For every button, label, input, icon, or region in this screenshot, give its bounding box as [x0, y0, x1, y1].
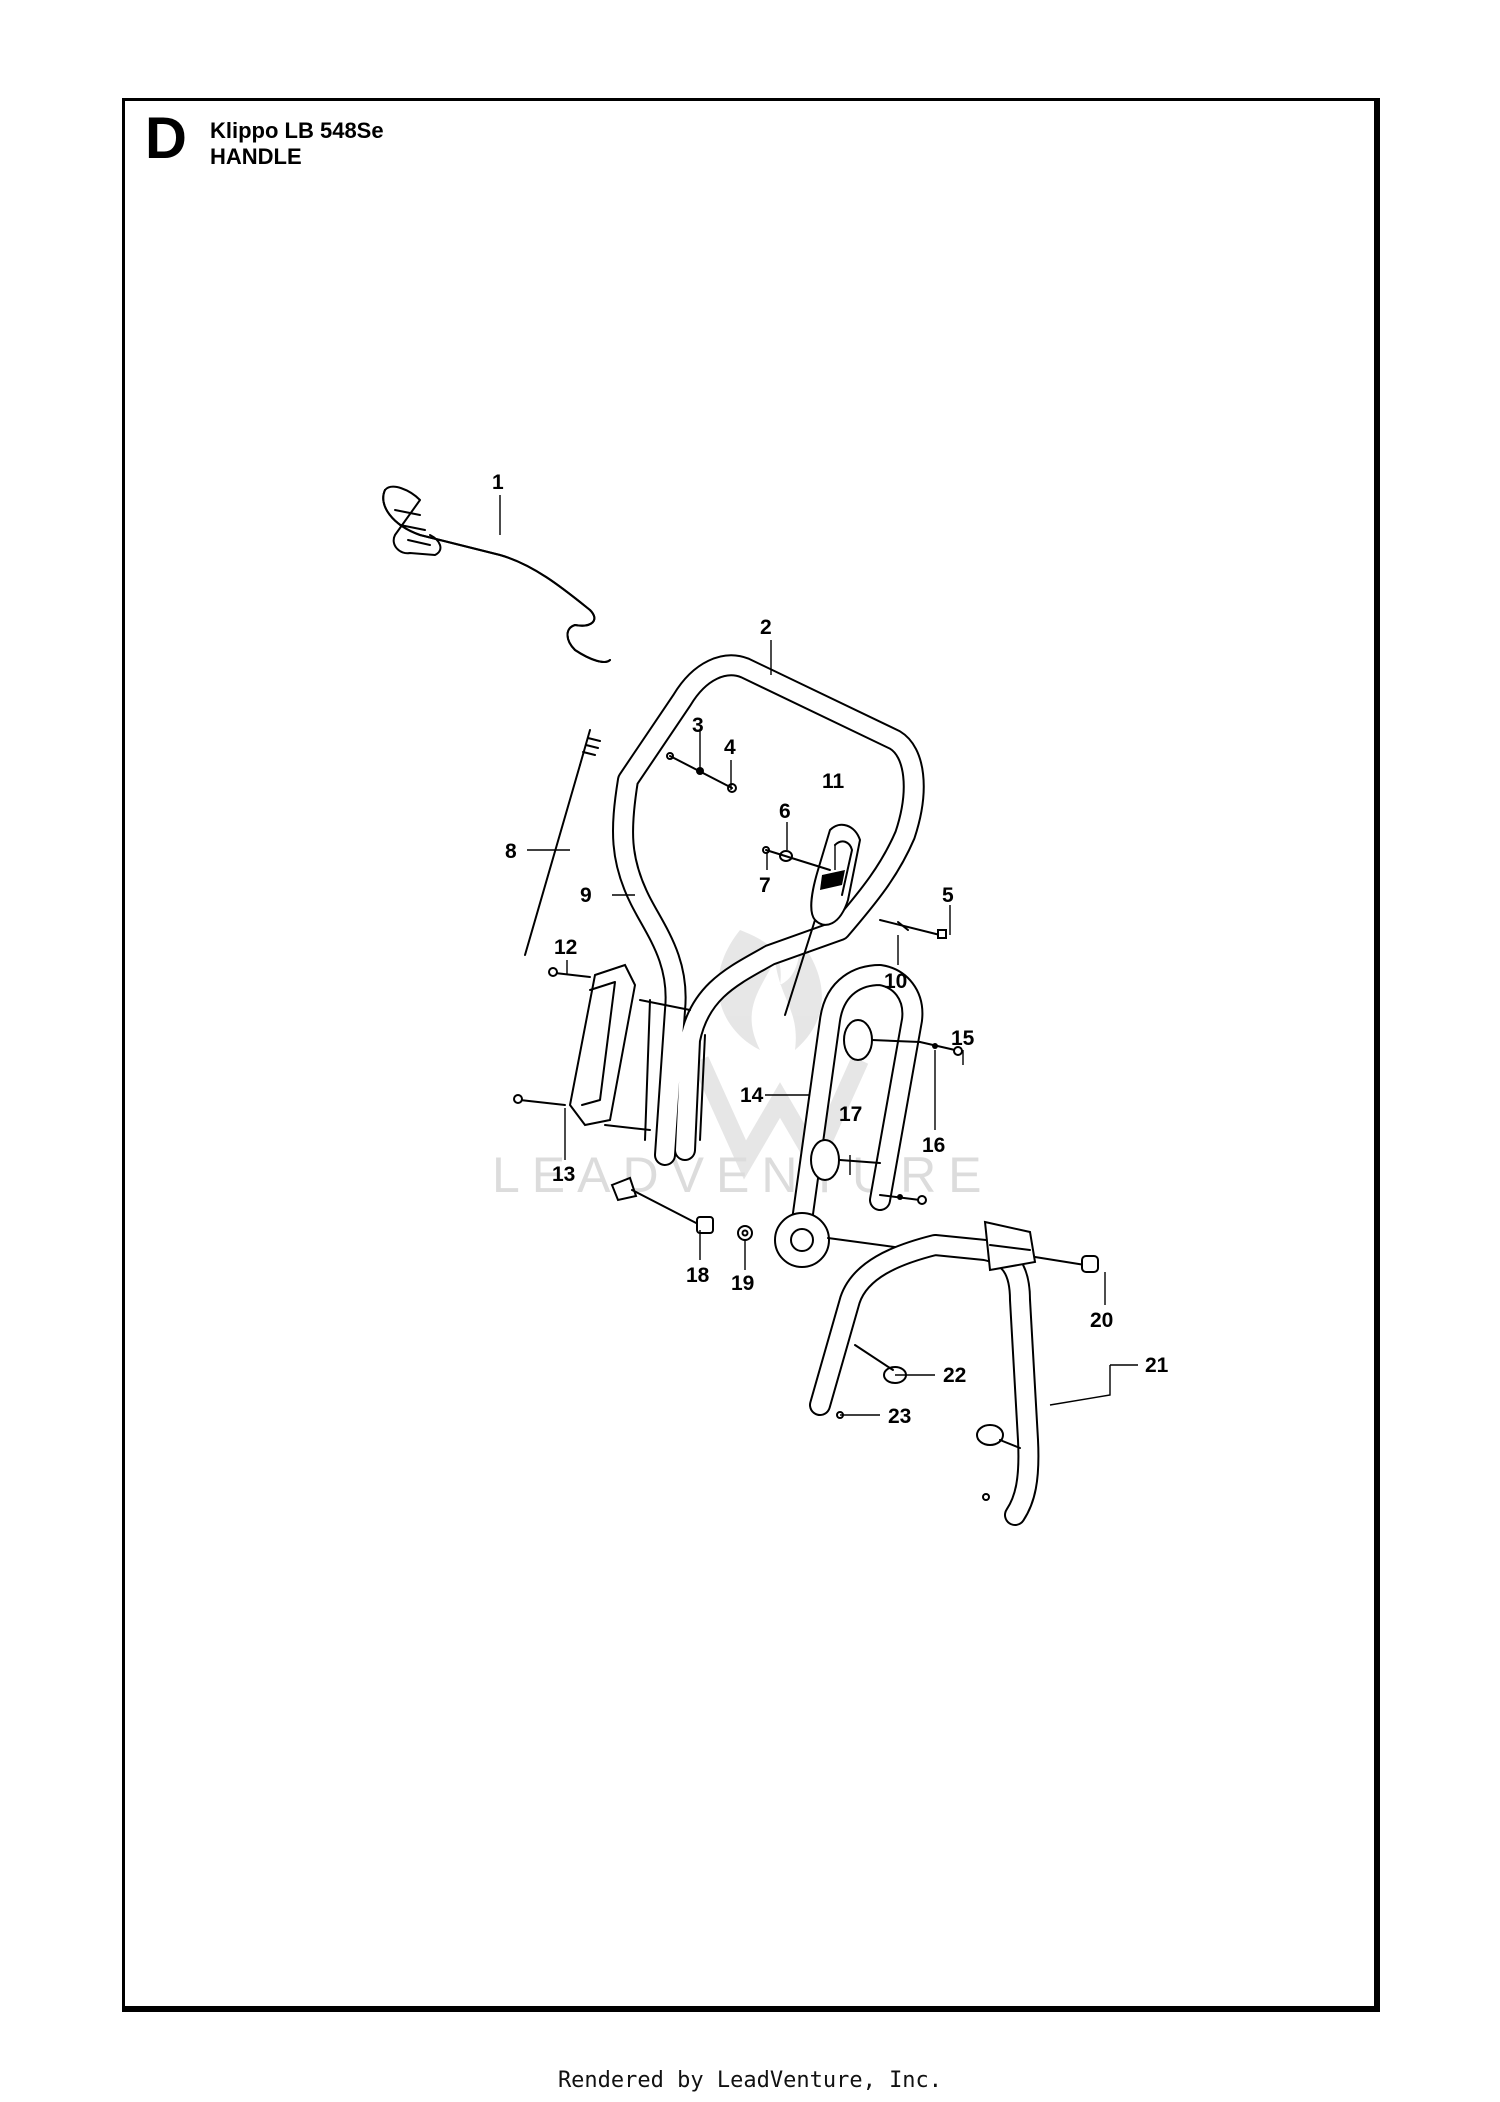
callout-7: 7 [759, 874, 771, 897]
callout-5: 5 [942, 884, 954, 907]
callout-3: 3 [692, 714, 704, 737]
parts-3-4-5-6-7-10-fasteners [666, 752, 947, 939]
part-14-bracket [789, 964, 924, 1246]
callout-6: 6 [779, 800, 791, 823]
callout-17: 17 [839, 1103, 862, 1126]
callout-18: 18 [686, 1264, 710, 1287]
callout-1: 1 [492, 471, 504, 494]
callout-19: 19 [731, 1272, 754, 1295]
callout-20: 20 [1090, 1309, 1113, 1332]
callout-8: 8 [505, 840, 517, 863]
callout-23: 23 [888, 1405, 911, 1428]
part-2-upper-handle [612, 654, 925, 1166]
callout-9: 9 [580, 884, 592, 907]
leader-lines [499, 495, 1138, 1416]
callout-14: 14 [740, 1084, 764, 1107]
callout-15: 15 [951, 1027, 975, 1050]
callout-4: 4 [724, 736, 736, 759]
callout-13: 13 [552, 1163, 575, 1186]
callout-12: 12 [554, 936, 577, 959]
diagram-frame [122, 98, 1380, 2012]
callout-16: 16 [922, 1134, 945, 1157]
callout-22: 22 [943, 1364, 966, 1387]
part-8-cable [524, 729, 601, 956]
callout-labels: 1 2 3 4 5 6 7 8 9 10 11 12 13 14 15 16 1… [492, 471, 1169, 1428]
section-title: HANDLE [210, 144, 302, 169]
part-11-control-housing [784, 823, 862, 1016]
watermark: LEADVENTURE [492, 930, 994, 1203]
part-15-16-fasteners [879, 1041, 963, 1205]
part-13-cover [513, 963, 691, 1131]
callout-2: 2 [760, 616, 772, 639]
callout-11: 11 [822, 770, 845, 793]
part-1-control-bail [382, 485, 611, 663]
part-21-lower-handle [809, 1220, 1099, 1526]
footer-credit: Rendered by LeadVenture, Inc. [557, 2068, 943, 2093]
section-letter: D [145, 106, 187, 171]
watermark-text: LEADVENTURE [492, 1147, 994, 1203]
callout-10: 10 [884, 970, 907, 993]
callout-21: 21 [1145, 1354, 1169, 1377]
model-title: Klippo LB 548Se [210, 118, 384, 143]
